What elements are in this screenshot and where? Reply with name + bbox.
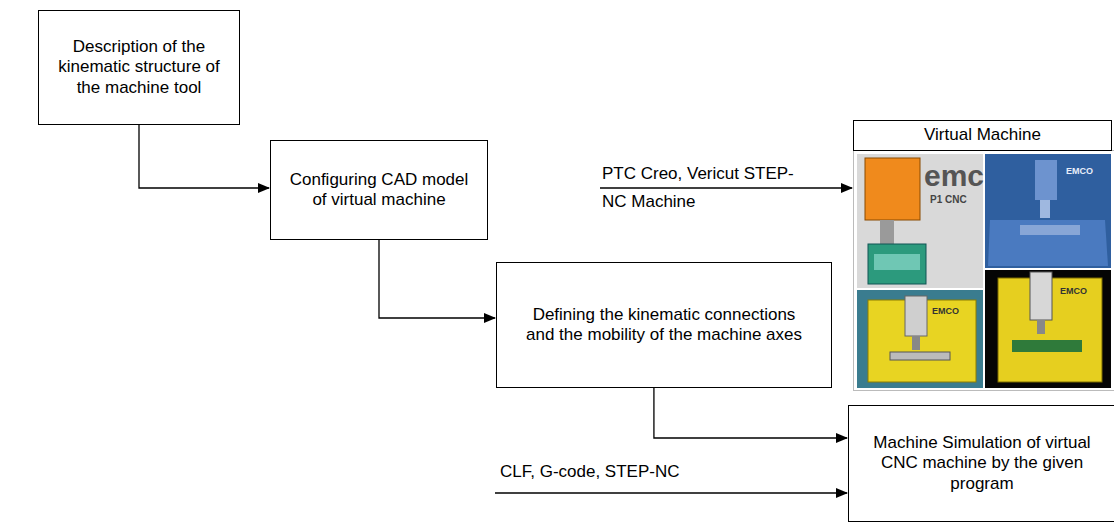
arrow-label: PTC Creo, Vericut STEP-NC Machine bbox=[602, 160, 802, 216]
process-box: Configuring CAD model of virtual machine bbox=[270, 140, 488, 240]
arrow-label: CLF, G-code, STEP-NC bbox=[500, 462, 760, 482]
process-box: Machine Simulation of virtual CNC machin… bbox=[848, 405, 1114, 522]
screen-text: emc bbox=[924, 158, 984, 194]
process-box: Defining the kinematic connections and t… bbox=[496, 262, 832, 388]
box-text: Machine Simulation of virtual CNC machin… bbox=[852, 427, 1112, 500]
flow-arrow bbox=[139, 125, 269, 188]
box-text: Description of the kinematic structure o… bbox=[39, 31, 239, 104]
flow-arrow bbox=[379, 240, 495, 318]
screen-text: EMCO bbox=[1060, 286, 1100, 297]
flow-arrow bbox=[654, 388, 847, 438]
box-text: Virtual Machine bbox=[916, 123, 1049, 147]
panel-title-box: Virtual Machine bbox=[853, 120, 1112, 151]
screen-text: EMCO bbox=[1066, 166, 1106, 177]
box-text: Configuring CAD model of virtual machine bbox=[271, 164, 487, 217]
screen-text: EMCO bbox=[932, 306, 972, 317]
box-text: Defining the kinematic connections and t… bbox=[514, 299, 814, 352]
screen-text: P1 CNC bbox=[930, 194, 982, 206]
process-box: Description of the kinematic structure o… bbox=[38, 10, 240, 125]
